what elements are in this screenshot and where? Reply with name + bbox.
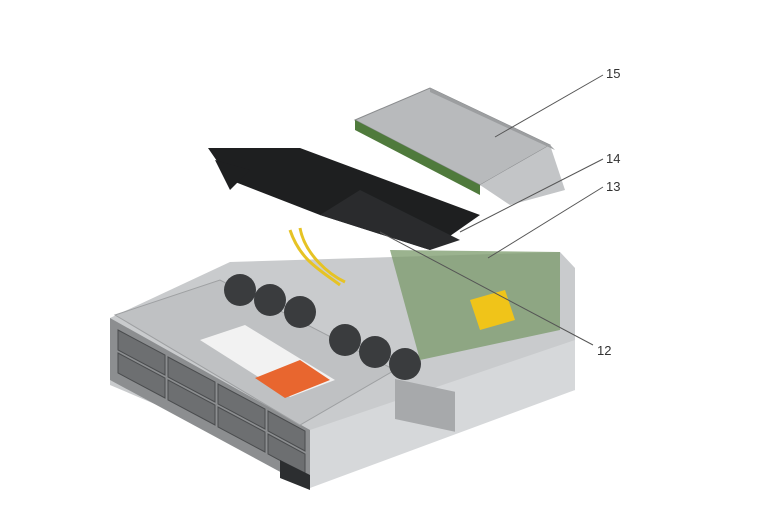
callout-13: 13	[606, 179, 621, 194]
callout-14: 14	[606, 151, 621, 166]
leader-lines	[379, 74, 604, 346]
air-shroud	[208, 148, 480, 250]
callout-12: 12	[597, 343, 612, 358]
callout-15: 15	[606, 66, 621, 81]
riser-assembly	[353, 87, 565, 205]
chassis	[110, 227, 575, 490]
